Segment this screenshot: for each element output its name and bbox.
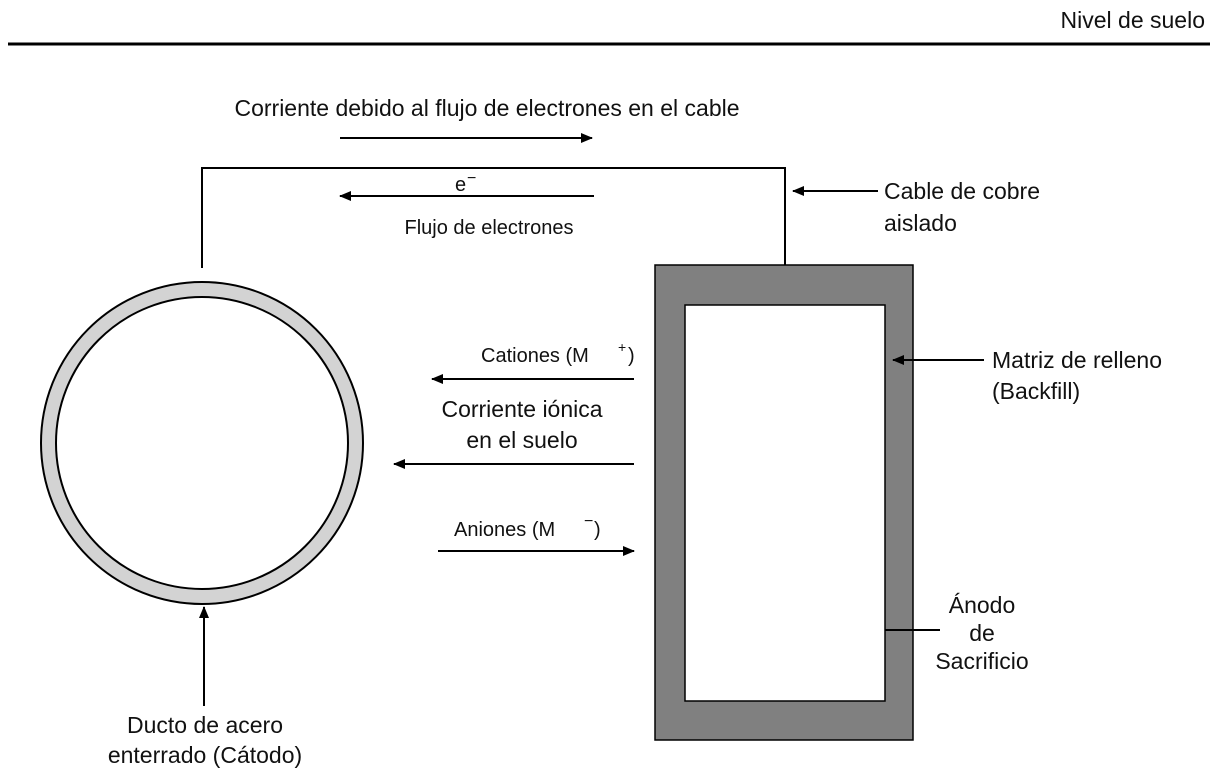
sacrificial-anode — [684, 304, 886, 702]
cations-charge: + — [618, 339, 626, 355]
anions-label: Aniones (M — [454, 519, 555, 541]
electron-current-label: Corriente debido al flujo de electrones … — [234, 95, 739, 121]
ionic-current-line2: en el suelo — [466, 427, 577, 453]
electron-flow-label: Flujo de electrones — [405, 217, 574, 239]
ionic-current-line1: Corriente iónica — [441, 396, 602, 422]
anode-label-line1: Ánodo — [949, 592, 1016, 618]
electron-symbol: e — [455, 174, 466, 196]
copper-cable-wire — [201, 167, 786, 306]
backfill-label-line1: Matriz de relleno — [992, 347, 1162, 373]
cathode-label-line2: enterrado (Cátodo) — [108, 742, 302, 768]
cable-label-line1: Cable de cobre — [884, 178, 1040, 204]
cations-label: Cationes (M — [481, 345, 589, 367]
anions-charge: − — [584, 513, 593, 530]
cations-paren: ) — [628, 345, 635, 367]
steel-pipe-inner — [55, 296, 349, 590]
electron-charge: − — [467, 170, 476, 187]
backfill-label-line2: (Backfill) — [992, 378, 1080, 404]
anode-label-line2: de — [969, 620, 995, 646]
cathode-label-line1: Ducto de acero — [127, 712, 283, 738]
ground-level-label: Nivel de suelo — [1061, 7, 1205, 33]
cable-label-line2: aislado — [884, 210, 957, 236]
anions-paren: ) — [594, 519, 601, 541]
anode-label-line3: Sacrificio — [935, 648, 1028, 674]
